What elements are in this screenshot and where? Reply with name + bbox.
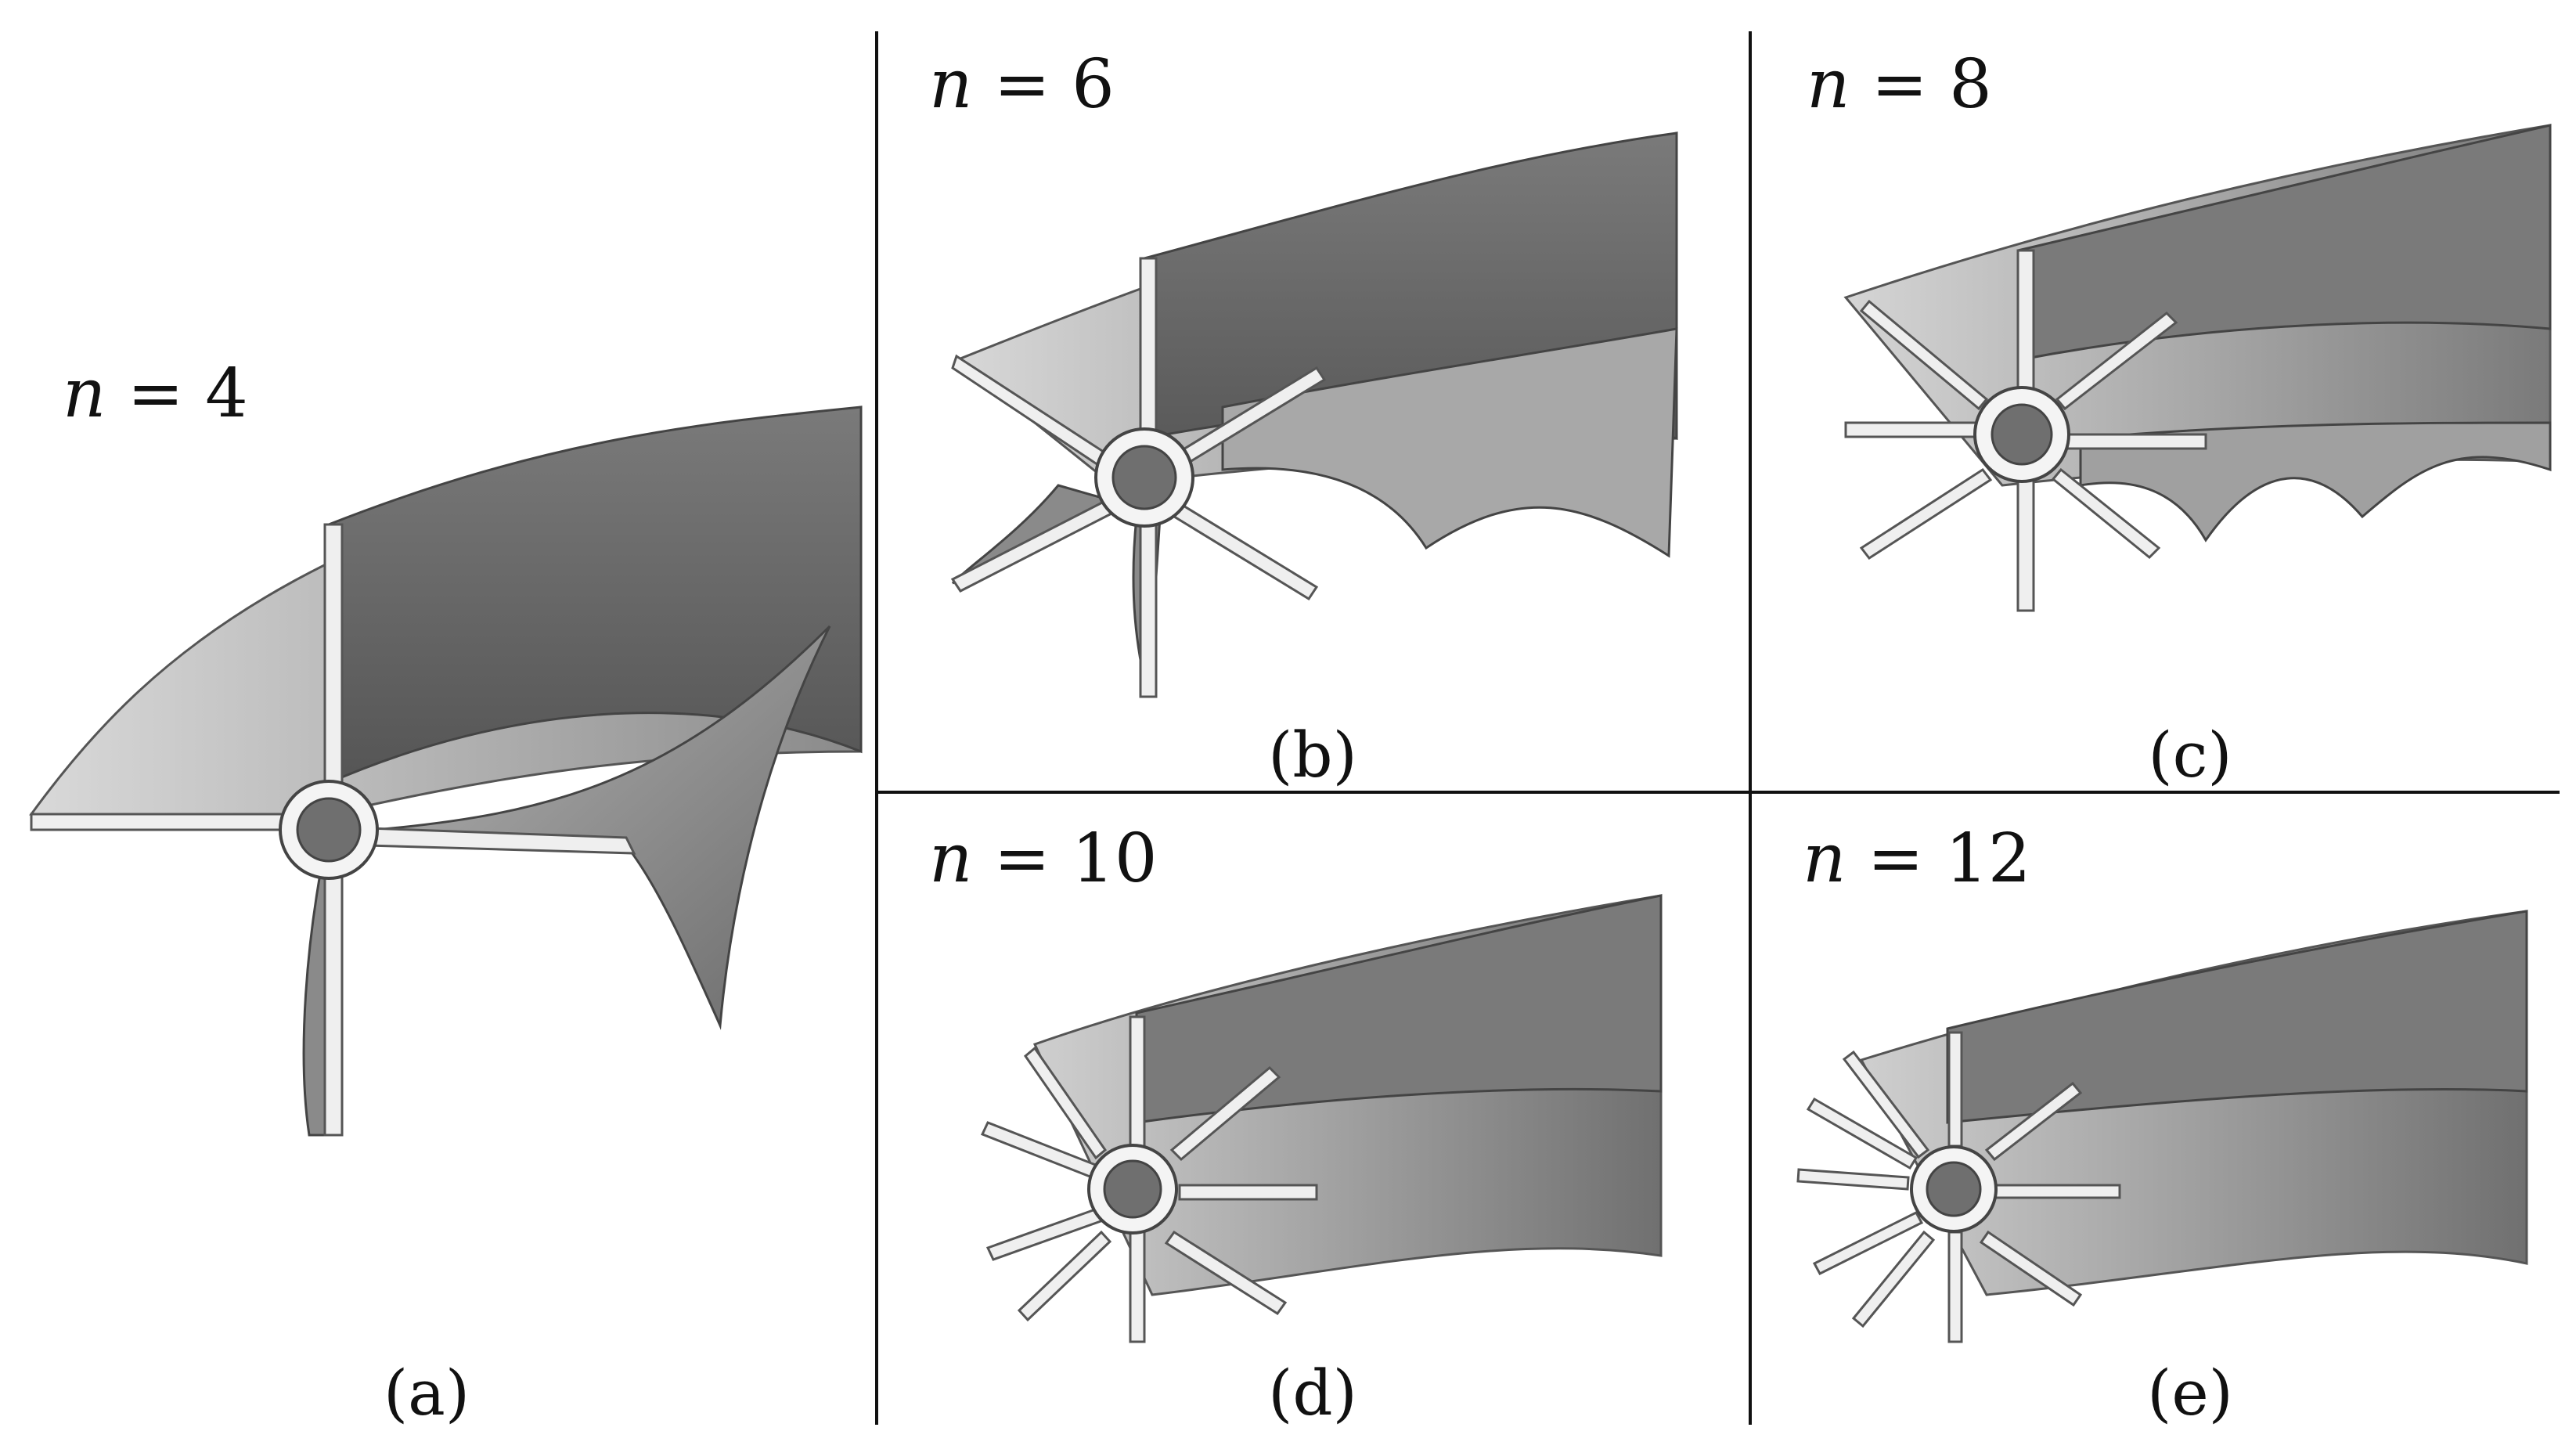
panel-caption-e: (e) [2147, 1357, 2233, 1429]
blade-edge [1947, 1031, 1963, 1148]
impeller-c-graphic [1843, 124, 2552, 612]
blade-edge [323, 523, 344, 824]
impeller-d-graphic [980, 894, 1663, 1343]
panel-b: n = 6 (b) [878, 0, 1747, 791]
blade-edge [2051, 467, 2161, 560]
hub [1111, 445, 1177, 510]
horizontal-divider [877, 791, 2560, 794]
panel-d: n = 10 (d) [878, 794, 1747, 1449]
blade-surface [2016, 124, 2552, 362]
blade-edge [1139, 523, 1158, 698]
panel-e: n = 12 (e) [1752, 794, 2576, 1449]
blade-surface [2079, 421, 2552, 542]
blade-edge [1947, 1231, 1963, 1343]
blade-edge [2016, 249, 2035, 401]
blade-edge [1129, 1227, 1146, 1343]
blade-surface [302, 829, 330, 1137]
impeller-b-graphic [950, 132, 1678, 698]
blade-count-label-a: n = 4 [63, 355, 248, 433]
blade-edge [1129, 1015, 1146, 1148]
blade-edge [1859, 467, 1993, 560]
blade-edge [1993, 1184, 2121, 1199]
blade-surface [1135, 894, 1663, 1124]
blade-edge [1812, 1211, 1924, 1275]
panel-caption-b: (b) [1268, 719, 1357, 791]
impeller-e-graphic [1796, 910, 2528, 1343]
blade-surface [327, 406, 863, 785]
hub [1991, 403, 2053, 466]
panel-c: n = 8 (c) [1752, 0, 2576, 791]
blade-edge [323, 860, 344, 1137]
blade-surface [375, 625, 831, 1030]
blade-count-label-d: n = 10 [929, 820, 1158, 898]
panel-caption-a: (a) [383, 1357, 470, 1429]
blade-edge [2016, 468, 2035, 612]
blade-surface [1221, 327, 1678, 558]
blade-count-label-b: n = 6 [929, 45, 1115, 124]
blade-edge [2055, 311, 2178, 411]
blade-edge [1859, 299, 1989, 411]
blade-edge [1979, 1230, 2083, 1307]
blade-edge [30, 813, 299, 831]
blade-edge [1984, 1081, 2083, 1162]
blade-edge [1842, 1050, 1930, 1159]
panel-caption-c: (c) [2148, 719, 2232, 791]
blade-edge [1178, 1184, 1318, 1201]
blade-edge [1796, 1168, 1910, 1191]
blade-edge [2063, 433, 2207, 450]
blade-surface [1946, 910, 2528, 1124]
blade-count-label-c: n = 8 [1807, 45, 1992, 124]
panel-caption-d: (d) [1268, 1357, 1357, 1429]
blade-edge [1166, 499, 1319, 601]
blade-edge [1164, 1230, 1288, 1316]
hub [1926, 1161, 1982, 1217]
blade-edge [1806, 1097, 1918, 1170]
panel-a: n = 4 (a) [0, 0, 869, 1449]
impeller-a-graphic [29, 406, 863, 1137]
blade-edge [1023, 1046, 1108, 1160]
blade-count-label-e: n = 12 [1803, 820, 2031, 898]
blade-edge [1851, 1230, 1936, 1328]
blade-edge [1169, 1065, 1281, 1162]
vertical-divider-right [1749, 31, 1752, 1425]
hub [296, 797, 362, 863]
vertical-divider-left [875, 31, 878, 1425]
hub [1103, 1159, 1162, 1219]
blade-edge [1844, 421, 1988, 438]
blade-edge [1017, 1230, 1112, 1322]
